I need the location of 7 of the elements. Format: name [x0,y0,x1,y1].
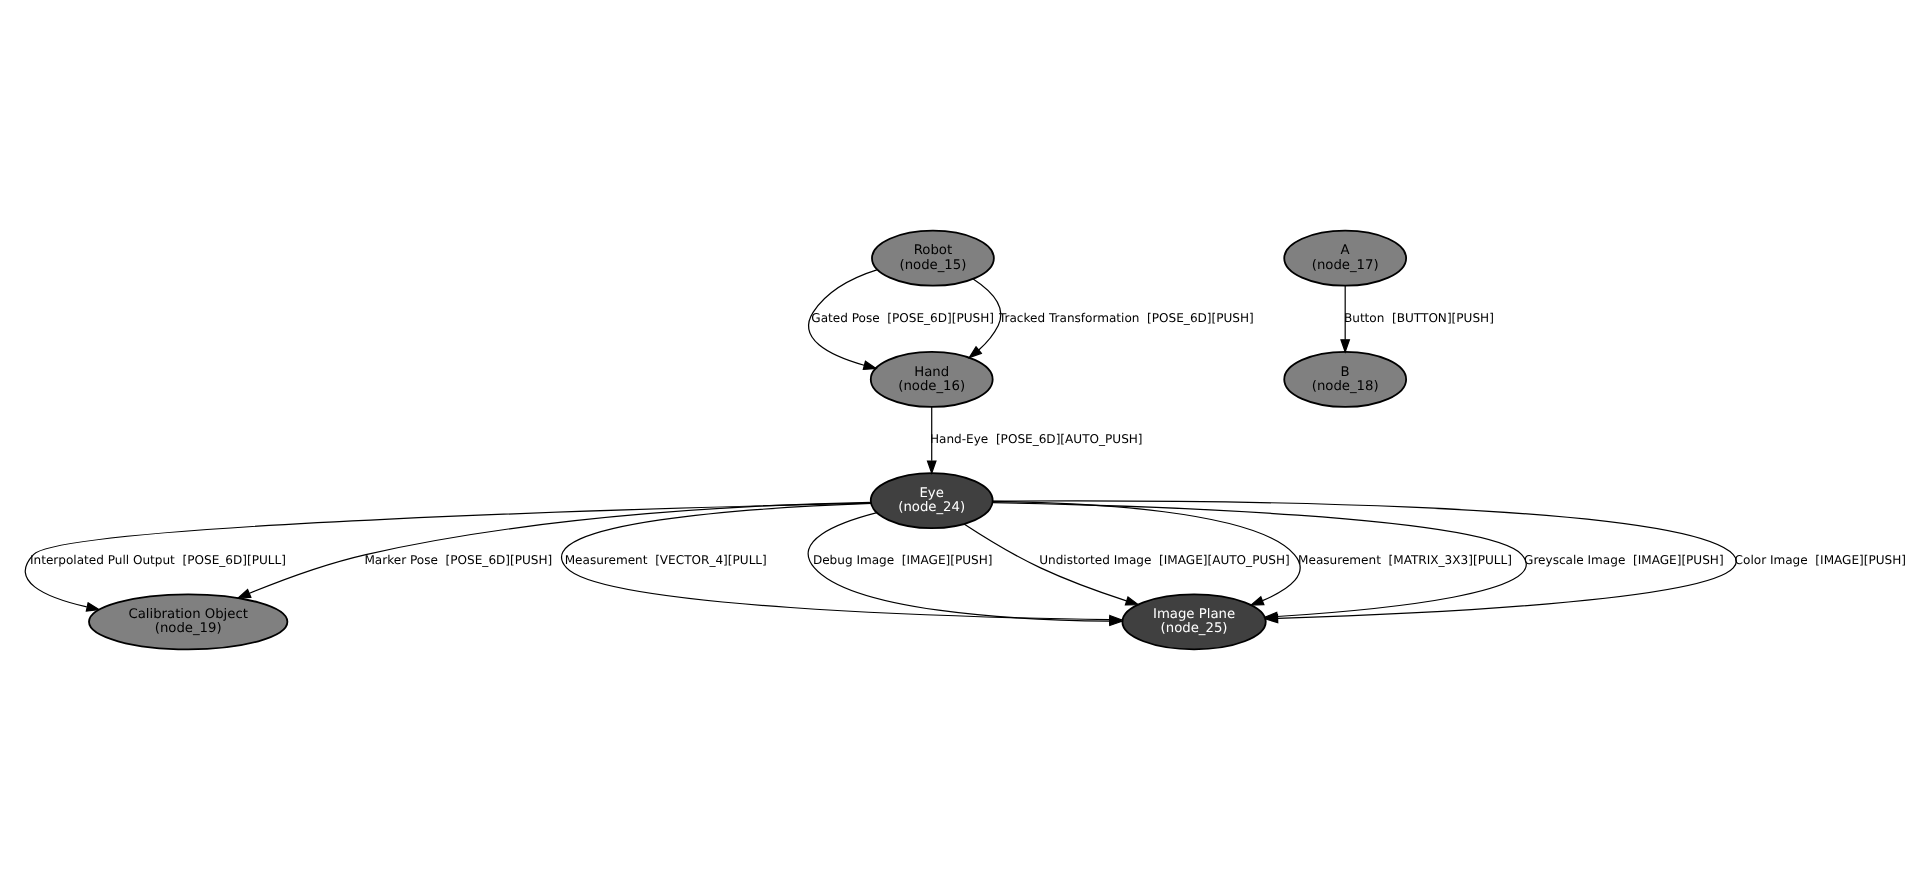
arrow [926,405,937,474]
arrow [808,268,879,370]
arrow [24,501,872,611]
arrow [1340,284,1351,353]
arrow [236,500,872,598]
arrow [963,522,1140,605]
arrow [967,277,1002,358]
